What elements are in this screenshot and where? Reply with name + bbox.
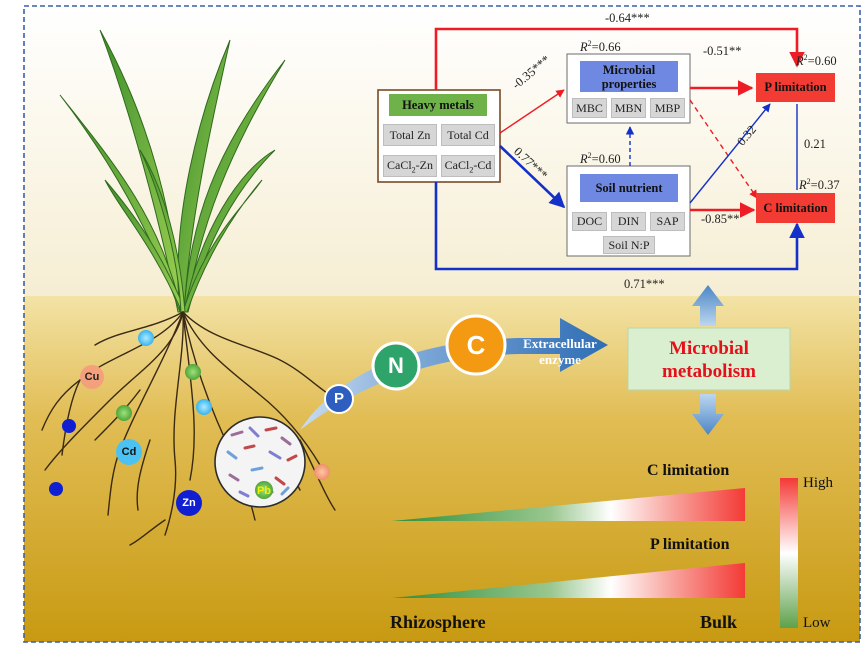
outer-dashed-border: [23, 5, 861, 643]
sn-r2-symbol: R: [580, 152, 588, 167]
path-sn-p: [689, 103, 771, 204]
sn-item-soil-np: Soil N:P: [603, 236, 655, 254]
c-limitation-wedge: [392, 488, 745, 521]
path-mp-c: [689, 99, 758, 199]
rhizosphere-label: Rhizosphere: [390, 612, 486, 632]
mp-r2: R2=0.66: [580, 39, 621, 55]
plant-leaves: [59, 29, 286, 313]
metabolism-box: [627, 327, 791, 391]
soil-nutrient-title: Soil nutrient: [580, 174, 678, 202]
sn-item-doc: DOC: [572, 212, 607, 231]
nutrient-n: N: [388, 353, 404, 378]
c-bubble: [445, 314, 507, 376]
p-bubble: [324, 384, 354, 414]
scale-high-label: High: [803, 475, 833, 491]
up-arrow: [692, 285, 724, 326]
heavy-metals-header: Heavy metals: [389, 94, 487, 116]
c-limitation-box: C limitation: [756, 193, 835, 223]
ion-zn: Zn: [176, 490, 202, 516]
p-limitation-label: P limitation: [650, 536, 730, 553]
n-bubble: [371, 341, 421, 391]
coef-sn-c: -0.85**: [701, 212, 740, 226]
bulk-label: Bulk: [700, 612, 738, 632]
path-hm-sn: [499, 145, 566, 209]
c-r2-value: =0.37: [810, 178, 840, 193]
p-limitation-wedge: [392, 563, 745, 598]
enzyme-label: Extracellular enzyme: [523, 336, 597, 367]
c-limitation-label: C limitation: [647, 462, 730, 479]
sn-item-sap: SAP: [650, 212, 685, 231]
down-arrow: [692, 394, 724, 435]
coef-mp-p: -0.51**: [703, 44, 742, 58]
transport-arrow: [300, 318, 608, 430]
sn-r2-value: =0.60: [591, 152, 621, 167]
hm-item-total-cd: Total Cd: [441, 124, 495, 146]
mp-item-mbn: MBN: [611, 98, 646, 118]
heavy-metals-title: Heavy metals: [402, 97, 474, 112]
hm-item-cacl2-zn: CaCl2-Zn: [383, 155, 437, 177]
coef-top: -0.64***: [605, 11, 650, 25]
hm-item-total-zn: Total Zn: [383, 124, 437, 146]
p-r2: R2=0.60: [796, 53, 837, 69]
path-bottom: [434, 182, 805, 271]
path-top: [434, 27, 805, 90]
scale-low-label: Low: [803, 615, 831, 631]
color-scale-bar: [780, 478, 798, 628]
ion-pb: Pb: [256, 485, 272, 497]
ion-cd: Cd: [116, 439, 142, 465]
sn-r2: R2=0.60: [580, 151, 621, 167]
p-r2-symbol: R: [796, 54, 804, 69]
mp-item-mbp: MBP: [650, 98, 685, 118]
mp-r2-symbol: R: [580, 40, 588, 55]
nutrient-c: C: [466, 330, 486, 360]
ion-cu: Cu: [80, 365, 104, 389]
coef-p-c: 0.21: [804, 137, 826, 151]
c-r2-symbol: R: [799, 178, 807, 193]
mp-item-mbc: MBC: [572, 98, 607, 118]
p-limitation-box: P limitation: [756, 73, 835, 102]
hm-item-cacl2-cd: CaCl2-Cd: [441, 155, 495, 177]
path-hm-mp: [499, 89, 565, 134]
sn-item-din: DIN: [611, 212, 646, 231]
nutrient-p: P: [333, 390, 344, 407]
coef-bottom: 0.71***: [624, 277, 665, 291]
p-r2-value: =0.60: [807, 54, 837, 69]
microbial-properties-title: Microbial properties: [580, 61, 678, 92]
metabolism-label: Microbial metabolism: [662, 338, 756, 382]
mp-r2-value: =0.66: [591, 40, 621, 55]
c-r2: R2=0.37: [799, 177, 840, 193]
microbe-circle: [214, 416, 306, 508]
